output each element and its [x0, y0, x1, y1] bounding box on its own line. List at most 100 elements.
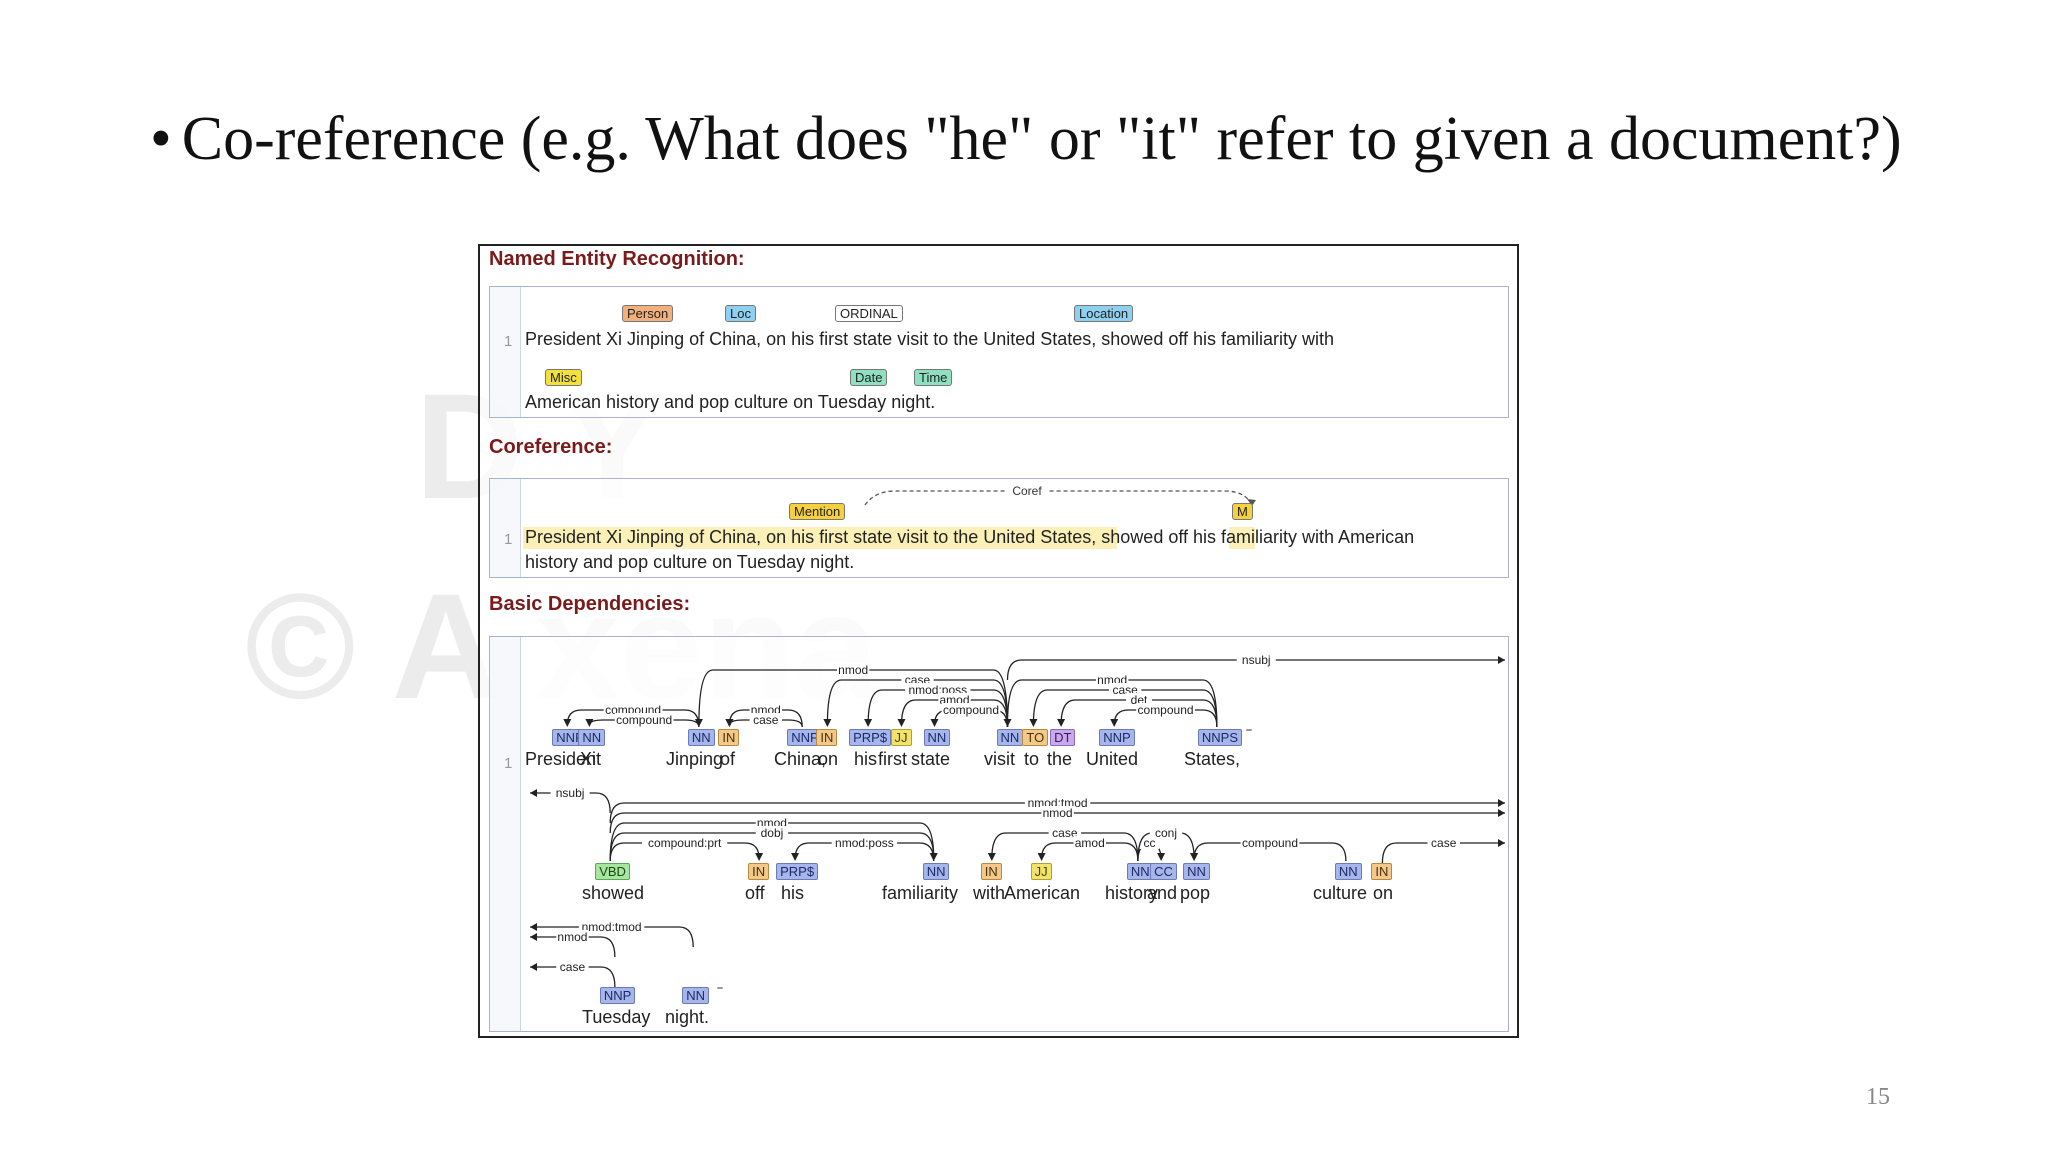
dependency-arc-external: nmod:tmod: [530, 920, 694, 948]
dependency-arc-label: case: [560, 960, 586, 974]
dep-word: familiarity: [882, 883, 959, 903]
pos-tag: NN: [1183, 863, 1210, 880]
dep-word: state: [911, 749, 951, 769]
punct-tag: [717, 987, 724, 989]
dependency-arc-label: compound:prt: [648, 836, 722, 850]
ner-tag-time: Time: [914, 369, 953, 386]
pos-tag: NN: [687, 729, 715, 746]
dependency-arc: case: [987, 826, 1139, 862]
dependency-arc: case: [1029, 683, 1218, 728]
line-number: 1: [504, 531, 513, 548]
ner-tag-location: Location: [1074, 305, 1134, 322]
deps-heading: Basic Dependencies:: [489, 593, 691, 615]
dependency-arc-label: amod: [1075, 836, 1105, 850]
dep-word: President: [525, 749, 602, 769]
ner-tag-ordinal: ORDINAL: [835, 305, 903, 322]
coref-arc-label: Coref: [1012, 484, 1042, 498]
dependency-arc: compound: [930, 703, 1009, 728]
bullet-marker: •: [150, 105, 172, 173]
coref-heading: Coreference:: [489, 436, 613, 458]
ner-tag-date: Date: [850, 369, 888, 386]
dependency-arc-label: nmod: [838, 663, 868, 677]
dep-word: history: [1105, 883, 1159, 903]
dependency-arc-label: compound: [943, 703, 999, 717]
dependency-arc: dobj: [609, 826, 938, 862]
pos-tag: JJ: [1030, 863, 1052, 880]
slide-title: •Co-reference (e.g. What does "he" or "i…: [150, 104, 1902, 175]
slide-title-text: Co-reference (e.g. What does "he" or "it…: [181, 105, 1902, 173]
coref-arc: Coref: [864, 483, 1256, 506]
pos-tag: NNP: [787, 729, 823, 746]
dependency-arc-label: dobj: [761, 826, 784, 840]
line-number: 1: [504, 333, 513, 350]
dependency-arc-label: case: [1052, 826, 1078, 840]
dependency-arc: case: [725, 713, 803, 728]
coref-sentence-line-2: history and pop culture on Tuesday night…: [525, 552, 855, 572]
dependency-arc: compound:prt: [609, 836, 764, 862]
dependency-arc: nmod:poss: [791, 836, 935, 862]
pos-tag: IN: [748, 863, 770, 880]
dep-word: United: [1086, 749, 1139, 769]
dependency-arc-label: cc: [1144, 836, 1156, 850]
pos-tag: NN: [1126, 863, 1154, 880]
dep-word: showed: [582, 883, 645, 903]
pos-tag: NN: [923, 729, 951, 746]
pos-tag: VBD: [595, 863, 630, 880]
dep-word: China,: [774, 749, 827, 769]
dep-word: the: [1047, 749, 1073, 769]
dependency-arc-external: nmod: [530, 930, 616, 958]
dependency-arc-external: case: [1381, 836, 1505, 864]
dependency-arc-label: nsubj: [1242, 653, 1271, 667]
ner-heading: Named Entity Recognition:: [489, 248, 745, 270]
dependency-arc: amod: [1037, 836, 1139, 862]
dependency-arc-label: nsubj: [556, 786, 585, 800]
nlp-annotation-figure: Named Entity Recognition: 1 Person Loc O…: [478, 244, 1519, 1038]
pos-tag: PRP$: [849, 729, 892, 746]
line-gutter: [490, 637, 521, 1031]
coref-sentence-line-1: President Xi Jinping of China, on his fi…: [525, 527, 1415, 547]
dependency-arc: compound: [1110, 703, 1218, 728]
dep-word: first: [878, 749, 907, 769]
coref-tag-m: M: [1232, 503, 1253, 520]
dep-word: on: [1373, 883, 1394, 903]
dependency-arc-label: compound: [616, 713, 672, 727]
dependency-arc-label: case: [1431, 836, 1457, 850]
pos-tag: IN: [980, 863, 1002, 880]
dependency-arc-label: compound: [1242, 836, 1298, 850]
pos-tag: NNPS: [1197, 729, 1243, 746]
pos-tag: IN: [1371, 863, 1393, 880]
dependency-arc-label: conj: [1155, 826, 1177, 840]
dependency-arc-external: nmod: [609, 806, 1505, 834]
dep-word: Jinping: [666, 749, 724, 769]
dep-word: visit: [984, 749, 1015, 769]
ner-sentence-line-1: President Xi Jinping of China, on his fi…: [525, 329, 1335, 349]
dependency-arc-external: nmod:tmod: [609, 796, 1505, 824]
coref-tag-mention: Mention: [789, 503, 846, 520]
dependency-arc-label: nmod: [557, 930, 587, 944]
pos-tag: IN: [718, 729, 740, 746]
pos-tag: DT: [1050, 729, 1076, 746]
punct-tag: [1245, 729, 1252, 731]
dependency-arc-label: nmod:poss: [835, 836, 894, 850]
pos-tag: JJ: [890, 729, 912, 746]
line-gutter: [490, 479, 521, 577]
line-gutter: [490, 287, 521, 417]
mention-highlight-his: [1229, 527, 1255, 549]
pos-tag: PRP$: [776, 863, 819, 880]
dep-word: on: [818, 749, 839, 769]
dep-word: night.: [665, 1007, 710, 1027]
dependency-arc-label: nmod:tmod: [582, 920, 642, 934]
dep-word: off: [745, 883, 765, 903]
dependency-arc-label: case: [753, 713, 779, 727]
dependency-arc-external: nsubj: [1006, 653, 1505, 681]
dep-word: of: [720, 749, 736, 769]
mention-highlight: [523, 527, 1117, 549]
pos-tag: TO: [1022, 729, 1049, 746]
ner-panel: 1 Person Loc ORDINAL Location President …: [489, 286, 1509, 418]
ner-tag-misc: Misc: [545, 369, 582, 386]
dependency-arc: compound: [585, 713, 700, 728]
pos-tag: NNP: [1099, 729, 1135, 746]
coref-panel: Coref Mention M 1 President Xi Jinping o…: [489, 478, 1509, 578]
line-number: 1: [504, 755, 513, 772]
dep-word: with: [973, 883, 1006, 903]
